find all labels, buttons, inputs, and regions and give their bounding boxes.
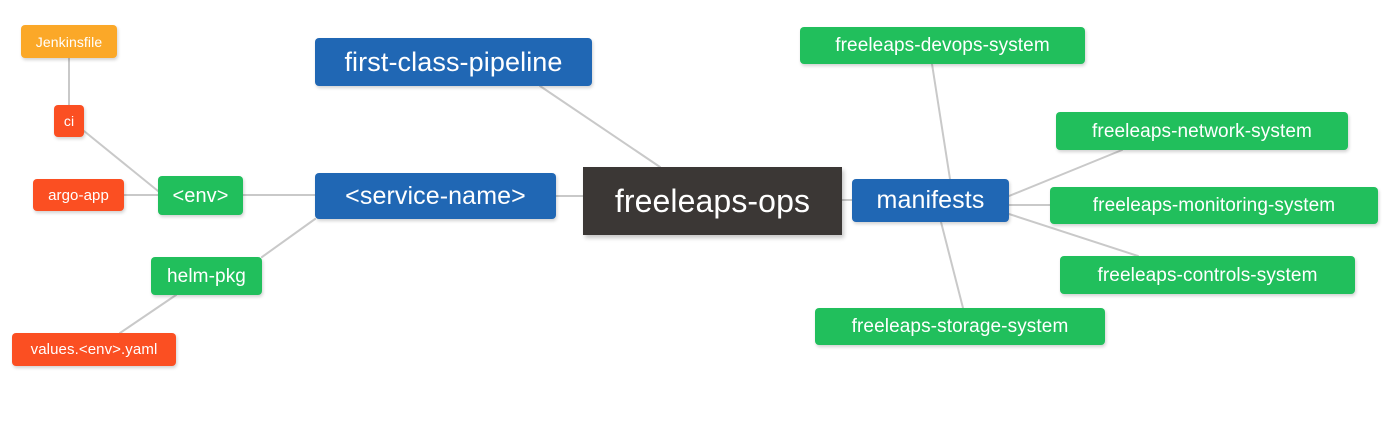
node-label: freeleaps-storage-system — [851, 316, 1069, 337]
node-label: values.<env>.yaml — [30, 341, 158, 358]
node-env[interactable]: <env> — [158, 176, 243, 215]
node-freeleaps-controls-system[interactable]: freeleaps-controls-system — [1060, 256, 1355, 294]
node-freeleaps-monitoring-system[interactable]: freeleaps-monitoring-system — [1050, 187, 1378, 224]
node-label: first-class-pipeline — [344, 46, 563, 77]
node-label: <service-name> — [345, 181, 526, 210]
node-label: freeleaps-monitoring-system — [1092, 195, 1336, 216]
node-jenkinsfile[interactable]: Jenkinsfile — [21, 25, 117, 58]
node-label: <env> — [172, 184, 229, 207]
edge-service-name-to-helm-pkg — [261, 218, 316, 258]
node-label: Jenkinsfile — [35, 33, 103, 50]
node-freeleaps-devops-system[interactable]: freeleaps-devops-system — [800, 27, 1085, 64]
node-freeleaps-ops[interactable]: freeleaps-ops — [583, 167, 842, 235]
node-freeleaps-storage-system[interactable]: freeleaps-storage-system — [815, 308, 1105, 345]
node-label: freeleaps-devops-system — [835, 35, 1050, 56]
node-first-class-pipeline[interactable]: first-class-pipeline — [315, 38, 592, 86]
node-service-name[interactable]: <service-name> — [315, 173, 556, 219]
edge-helm-pkg-to-values-yaml — [119, 294, 177, 334]
node-values-yaml[interactable]: values.<env>.yaml — [12, 333, 176, 366]
edge-first-class-pipeline-to-freeleaps-ops — [539, 85, 661, 168]
node-label: helm-pkg — [167, 265, 246, 287]
node-label: ci — [63, 113, 75, 129]
node-label: freeleaps-network-system — [1092, 120, 1312, 142]
node-label: argo-app — [48, 186, 109, 204]
node-label: manifests — [876, 186, 985, 214]
edge-manifests-to-freeleaps-devops-system — [931, 63, 951, 180]
edge-manifests-to-freeleaps-storage-system — [940, 221, 964, 309]
node-ci[interactable]: ci — [54, 105, 84, 137]
node-label: freeleaps-ops — [614, 183, 811, 219]
node-manifests[interactable]: manifests — [852, 179, 1009, 222]
node-argo-app[interactable]: argo-app — [33, 179, 124, 211]
node-helm-pkg[interactable]: helm-pkg — [151, 257, 262, 295]
node-freeleaps-network-system[interactable]: freeleaps-network-system — [1056, 112, 1348, 150]
node-label: freeleaps-controls-system — [1097, 264, 1318, 286]
